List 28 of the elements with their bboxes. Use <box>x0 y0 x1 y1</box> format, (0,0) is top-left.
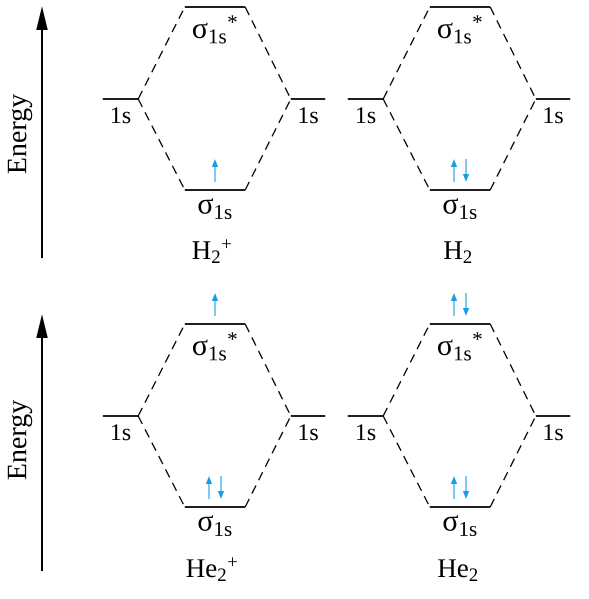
energy-level: σ$_{1s}$ <box>430 189 490 220</box>
energy-level: 1s <box>536 98 570 124</box>
correlation-line <box>138 98 186 190</box>
energy-level: 1s <box>102 98 138 124</box>
correlation-line <box>382 416 430 508</box>
energy-level: 1s <box>102 415 138 440</box>
energy-level: σ$_{1s}$* <box>430 323 490 360</box>
molecule-label: H$_{2}$+ <box>192 239 231 263</box>
energy-level: 1s <box>290 98 326 124</box>
molecule-label: H$_{2}$ <box>444 241 472 263</box>
energy-level: 1s <box>348 415 384 440</box>
energy-level: σ$_{1s}$* <box>430 6 490 44</box>
axis-label: Energy <box>8 400 32 480</box>
axis-label: Energy <box>8 94 32 174</box>
correlation-line <box>244 416 292 508</box>
energy-level: σ$_{1s}$ <box>184 506 246 536</box>
correlation-line <box>490 416 536 508</box>
energy-level: σ$_{1s}$* <box>184 323 246 360</box>
energy-level: σ$_{1s}$ <box>184 189 246 220</box>
energy-level: σ$_{1s}$* <box>184 6 246 44</box>
correlation-line <box>490 98 536 190</box>
correlation-line <box>244 98 292 190</box>
energy-level: σ$_{1s}$ <box>430 506 490 536</box>
energy-level: 1s <box>348 98 384 124</box>
correlation-line <box>138 416 186 508</box>
energy-level: 1s <box>290 415 326 440</box>
correlation-line <box>382 98 430 190</box>
energy-level: 1s <box>536 415 570 440</box>
